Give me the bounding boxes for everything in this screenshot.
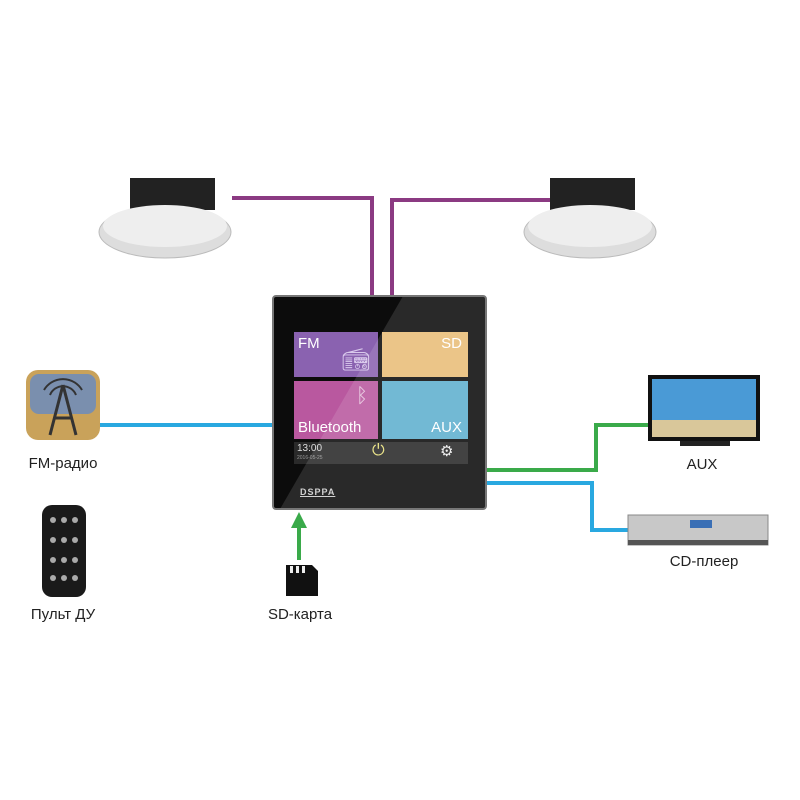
remote-control-icon [42,505,86,597]
label-fm-radio: FM-радио [28,455,98,472]
clock-time: 13:00 [297,443,323,454]
clock-date: 2016-05-25 [297,455,323,461]
label-cd-player: CD-плеер [669,553,739,570]
tile-fm[interactable]: FM 📻︎ [294,332,378,377]
tile-label: Bluetooth [298,419,362,436]
tile-label: FM [298,335,320,352]
aux-cable [486,423,650,472]
tile-aux[interactable]: AUX [382,381,468,439]
label-remote: Пульт ДУ [30,606,96,623]
tile-label: AUX [431,419,462,436]
tile-sd[interactable]: SD [382,332,468,377]
wall-controller-panel: FM 📻︎ SD ᛒ Bluetooth AUX 13:00 2016-05-25 … [272,295,487,510]
power-icon[interactable]: ⏻ [372,442,385,459]
fm-radio-icon [26,370,100,440]
right-speaker [523,178,657,259]
radio-icon: 📻︎ [342,347,370,372]
tile-label: SD [441,335,462,352]
label-aux: AUX [686,456,718,473]
sd-arrow-head [291,512,307,528]
tv-icon [648,375,760,446]
left-speaker [98,178,232,259]
status-bar: 13:00 2016-05-25 ⏻ ⚙ [294,442,468,464]
tile-bluetooth[interactable]: ᛒ Bluetooth [294,381,378,439]
label-sd-card: SD-карта [267,606,333,623]
cd-cable [486,481,630,532]
settings-gear-icon[interactable]: ⚙ [440,443,454,460]
right-speaker-cable [390,198,550,297]
left-speaker-cable [232,196,374,297]
cd-player-icon [627,514,769,546]
sd-card-icon [286,565,318,596]
brand-logo: DSPPA [300,487,336,497]
bluetooth-icon: ᛒ [356,385,368,407]
